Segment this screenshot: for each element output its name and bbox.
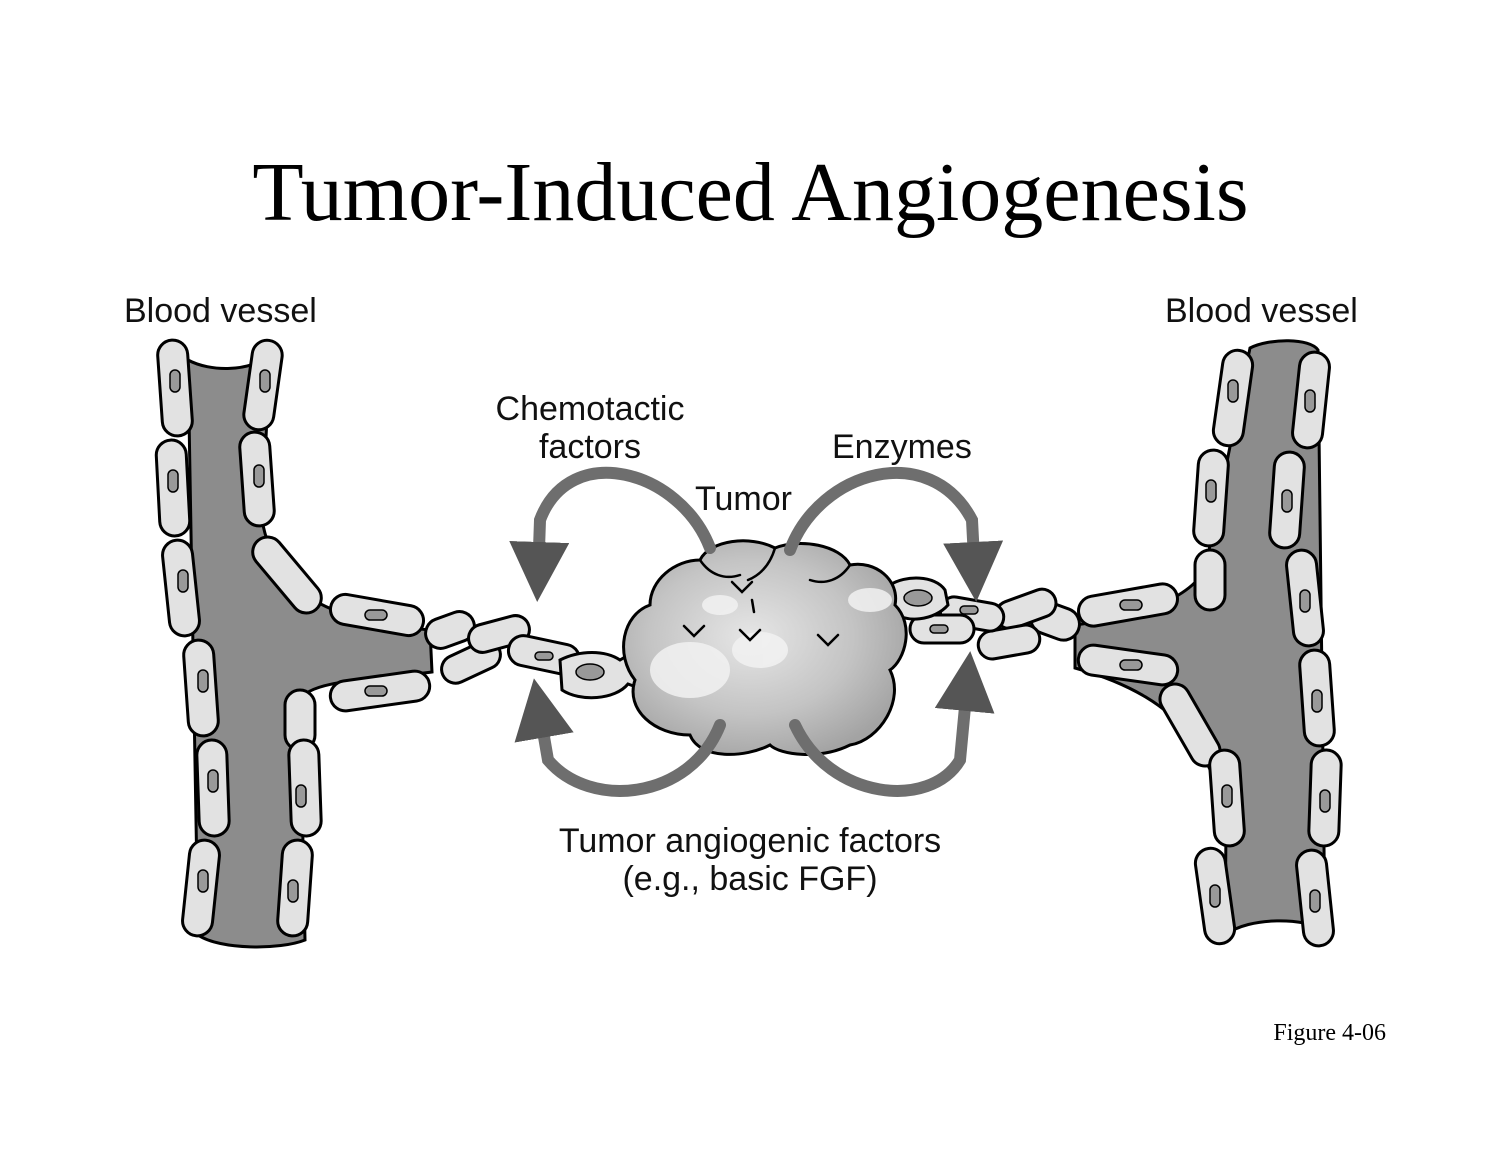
label-angiogenic-line2: (e.g., basic FGF) — [622, 860, 878, 898]
chemotactic-arrow — [509, 466, 716, 602]
label-chemotactic-factors: Chemotactic factors — [470, 390, 710, 466]
figure-reference: Figure 4-06 — [1273, 1020, 1386, 1046]
signal-arrows — [509, 466, 1004, 797]
label-left-blood-vessel: Blood vessel — [124, 292, 317, 330]
label-enzymes: Enzymes — [832, 428, 972, 466]
enzymes-arrow — [784, 467, 1004, 602]
label-right-blood-vessel: Blood vessel — [1165, 292, 1358, 330]
label-chemotactic-line1: Chemotactic — [495, 390, 685, 428]
label-angiogenic-line1: Tumor angiogenic factors — [558, 822, 942, 860]
slide-title: Tumor-Induced Angiogenesis — [252, 146, 1249, 239]
left-blood-vessel — [154, 338, 434, 949]
angiogenic-arrow-left — [514, 678, 726, 797]
right-vessel-nuclei — [1119, 379, 1331, 913]
right-blood-vessel — [1073, 339, 1343, 948]
angiogenic-arrow-right — [789, 651, 995, 797]
right-vessel-lumen — [1073, 339, 1327, 939]
label-chemotactic-line2: factors — [538, 428, 642, 466]
left-capillary-sprout — [424, 610, 661, 700]
tumor-mass — [622, 539, 908, 756]
label-tumor-angiogenic-factors: Tumor angiogenic factors (e.g., basic FG… — [500, 822, 1000, 898]
label-tumor: Tumor — [695, 480, 792, 518]
left-vessel-nuclei — [167, 369, 388, 903]
